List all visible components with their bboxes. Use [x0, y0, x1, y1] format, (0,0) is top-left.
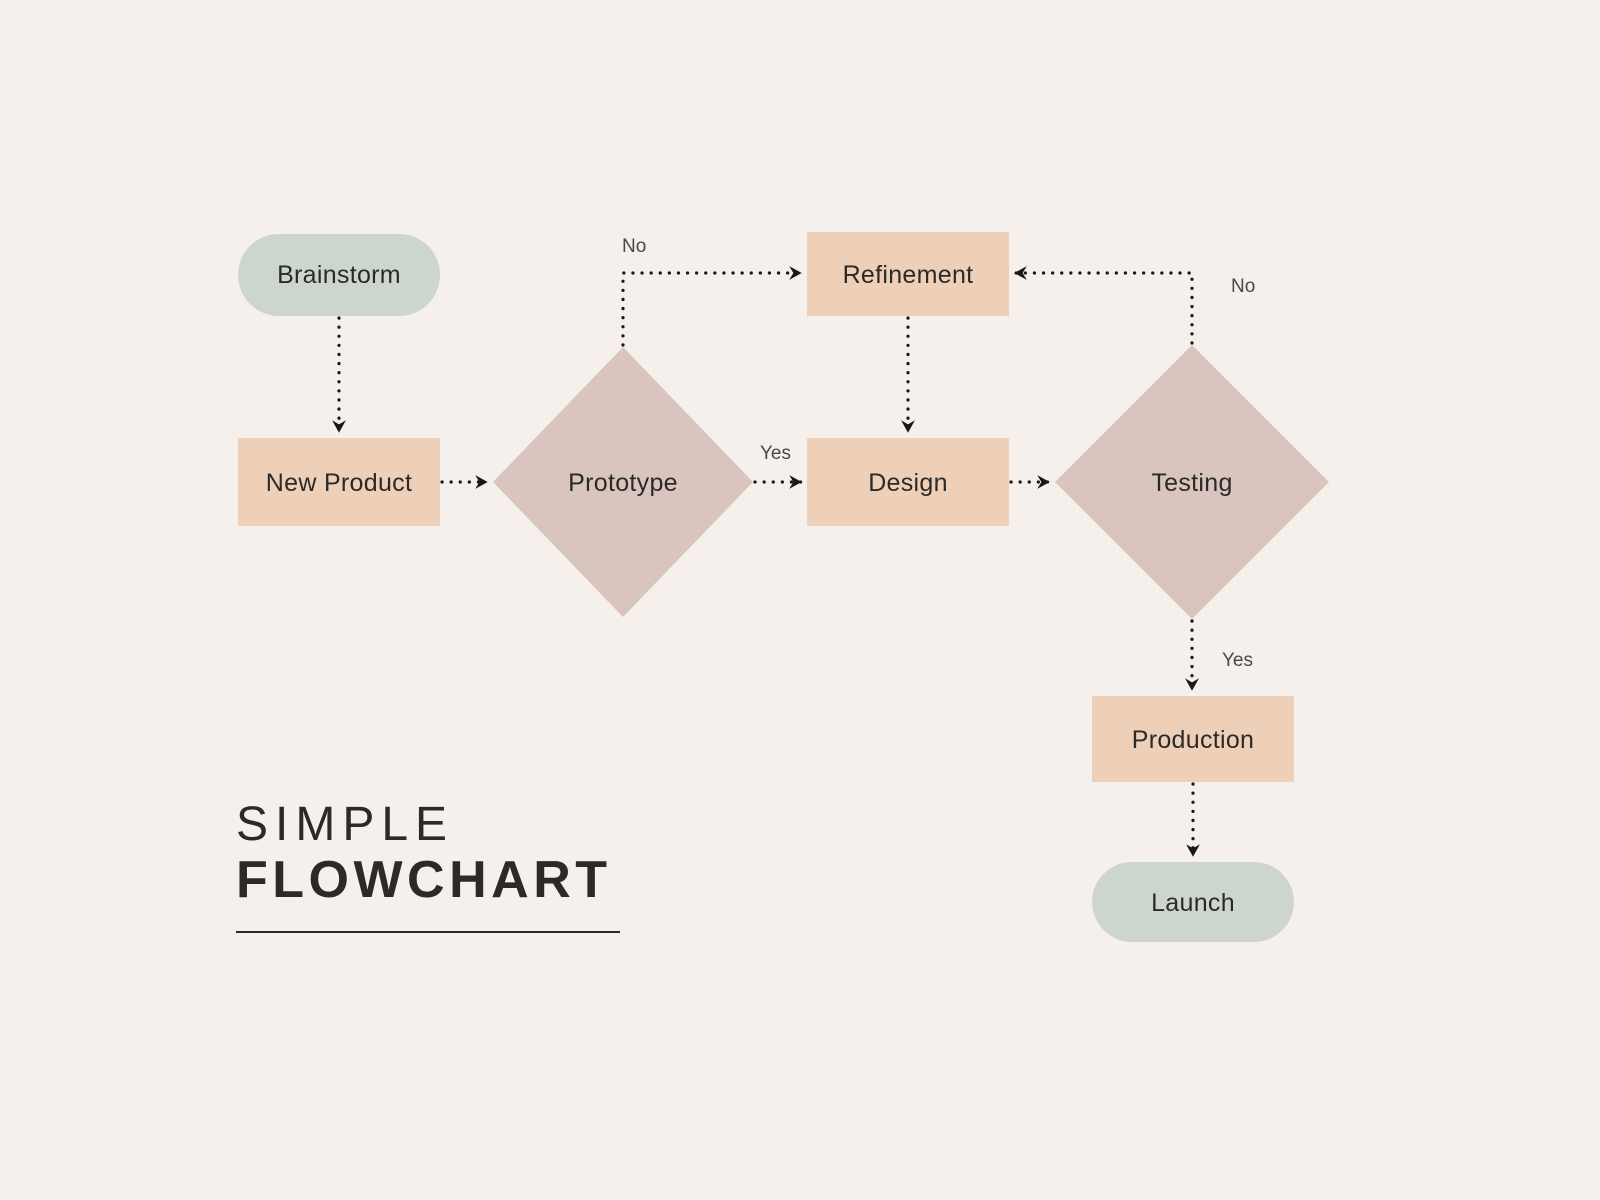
refinement-shape[interactable]	[807, 232, 1009, 316]
prototype-shape[interactable]	[493, 347, 753, 617]
edge-label-testing-yes: Yes	[1222, 650, 1253, 671]
title-block: SIMPLE FLOWCHART	[236, 798, 656, 934]
launch-shape[interactable]	[1092, 862, 1294, 942]
testing-label: Testing	[1151, 469, 1232, 497]
prototype-label: Prototype	[568, 469, 678, 497]
node-launch[interactable]: Launch	[1092, 862, 1294, 942]
edge-label-prototype-yes: Yes	[760, 443, 791, 464]
node-prototype[interactable]: Prototype	[493, 347, 753, 617]
launch-label: Launch	[1151, 889, 1235, 917]
node-new-product[interactable]: New Product	[238, 438, 440, 526]
title-divider	[236, 931, 620, 934]
node-testing[interactable]: Testing	[1055, 345, 1329, 619]
design-label: Design	[868, 469, 948, 497]
node-refinement[interactable]: Refinement	[807, 232, 1009, 316]
edge-label-testing-no: No	[1231, 276, 1255, 297]
testing-shape[interactable]	[1055, 345, 1329, 619]
node-brainstorm[interactable]: Brainstorm	[238, 234, 440, 316]
production-label: Production	[1132, 726, 1255, 754]
brainstorm-shape[interactable]	[238, 234, 440, 316]
new-product-shape[interactable]	[238, 438, 440, 526]
production-shape[interactable]	[1092, 696, 1294, 782]
brainstorm-label: Brainstorm	[277, 261, 401, 289]
edge-prototype-to-refinement	[621, 266, 803, 347]
node-design[interactable]: Design	[807, 438, 1009, 526]
title-line-flowchart: FLOWCHART	[236, 850, 612, 909]
node-production[interactable]: Production	[1092, 696, 1294, 782]
edge-label-prototype-no: No	[622, 236, 646, 257]
design-shape[interactable]	[807, 438, 1009, 526]
title-line-simple: SIMPLE	[236, 798, 455, 851]
refinement-label: Refinement	[843, 261, 974, 289]
new-product-label: New Product	[266, 469, 412, 497]
edge-testing-to-refinement	[1013, 266, 1194, 345]
